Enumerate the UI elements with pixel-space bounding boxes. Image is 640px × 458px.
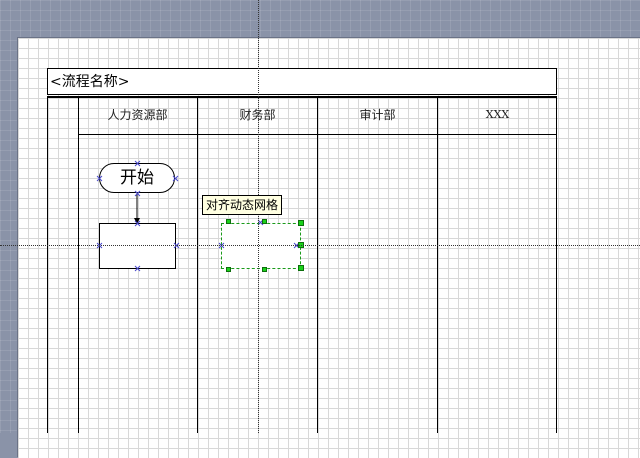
- start-node[interactable]: 开始: [99, 163, 175, 193]
- resize-handle-icon[interactable]: [262, 219, 267, 224]
- process-box-selected[interactable]: [221, 223, 301, 269]
- flow-title[interactable]: <流程名称>: [47, 68, 557, 95]
- lane-label-hr[interactable]: 人力资源部: [107, 108, 168, 122]
- resize-handle-icon[interactable]: [298, 220, 304, 226]
- lane-label-audit[interactable]: 审计部: [359, 108, 396, 122]
- horizontal-guide-line: [0, 245, 640, 246]
- connection-point-icon[interactable]: [96, 175, 103, 182]
- vertical-guide-line: [258, 0, 259, 433]
- connection-point-icon[interactable]: [134, 265, 141, 272]
- lane-divider: [317, 96, 318, 433]
- swimlane-frame: [47, 96, 557, 433]
- lane-divider: [78, 96, 79, 433]
- connection-point-icon[interactable]: [134, 220, 141, 227]
- lane-header-divider: [78, 134, 557, 135]
- lane-divider: [197, 96, 198, 433]
- lane-label-finance[interactable]: 财务部: [239, 108, 276, 122]
- connection-point-icon[interactable]: [134, 160, 141, 167]
- resize-handle-icon[interactable]: [262, 267, 267, 272]
- resize-handle-icon[interactable]: [226, 267, 231, 272]
- lane-label-xxx[interactable]: XXX: [485, 108, 510, 121]
- connection-point-icon[interactable]: [172, 175, 179, 182]
- connection-point-icon[interactable]: [134, 190, 141, 197]
- snap-tooltip: 对齐动态网格: [202, 195, 283, 215]
- lane-divider: [437, 96, 438, 433]
- process-box[interactable]: [99, 223, 176, 269]
- resize-handle-icon[interactable]: [298, 265, 304, 271]
- resize-handle-icon[interactable]: [226, 219, 231, 224]
